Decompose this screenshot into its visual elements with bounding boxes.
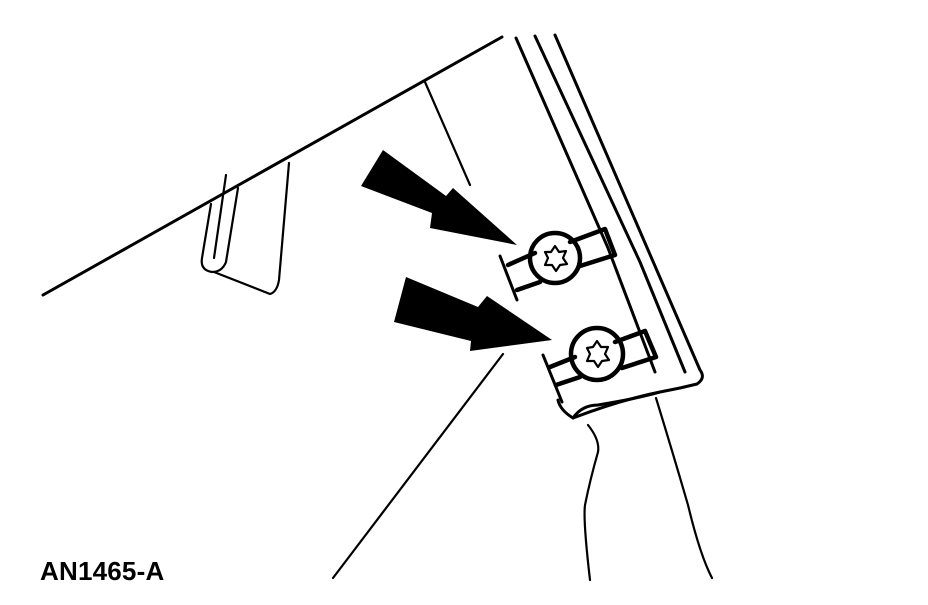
- panel-clip-tab: [200, 161, 291, 296]
- figure-label: AN1465-A: [40, 556, 165, 586]
- panel-edge: [41, 35, 504, 297]
- lower-strap: [583, 396, 714, 582]
- torx-screw-icon: [585, 339, 611, 369]
- trim-pillar: [514, 33, 704, 420]
- torx-screw-icon: [543, 244, 569, 273]
- upper-torx-screw: [505, 226, 618, 293]
- upper-arrow: [361, 150, 517, 245]
- lower-arrow: [394, 277, 552, 351]
- lower-diagonal-line: [331, 352, 505, 580]
- lower-torx-screw: [547, 325, 659, 388]
- bracket: [498, 254, 564, 404]
